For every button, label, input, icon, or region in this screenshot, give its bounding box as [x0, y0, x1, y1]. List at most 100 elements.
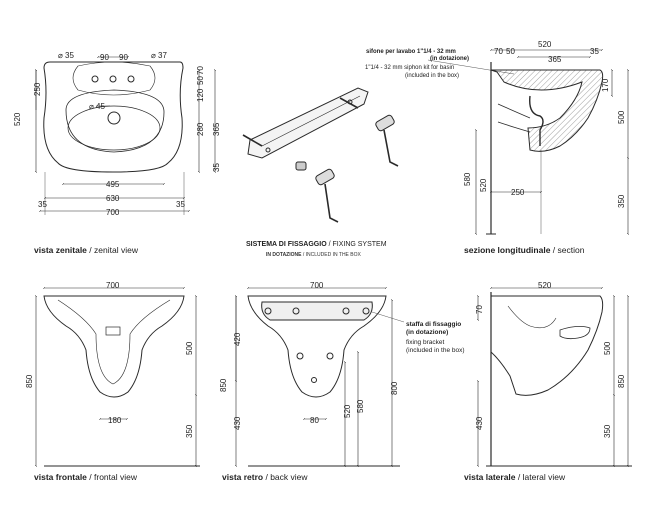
caption-back-view: vista retro / back view	[222, 472, 308, 482]
top-50-label: 50	[196, 76, 205, 85]
front-350-label: 350	[185, 424, 194, 438]
section-520v-label: 520	[479, 178, 488, 192]
back-bracket-en-1: fixing bracket	[406, 339, 444, 346]
section-170-label: 170	[601, 78, 610, 92]
caption-top-it: vista zenitale	[34, 245, 87, 255]
front-view-overflow	[105, 326, 121, 336]
section-250-label: 250	[511, 188, 525, 197]
back-bracket-en-2: (included in the box)	[406, 347, 465, 354]
top-view-tap-hole-center	[109, 75, 117, 83]
lateral-430-label: 430	[475, 416, 484, 430]
top-280-label: 280	[196, 122, 205, 136]
top-edge-left-label: 35	[38, 200, 47, 209]
front-700-label: 700	[106, 281, 120, 290]
front-view-basin-outline	[43, 295, 185, 398]
section-520-label: 520	[538, 40, 552, 49]
back-800-label: 800	[390, 381, 399, 395]
top-hole-right-label: ⌀ 37	[151, 51, 167, 60]
fixing-caption: SISTEMA DI FISSAGGIO / FIXING SYSTEM IN …	[246, 241, 387, 258]
back-bracket-it-2: (in dotazione)	[406, 329, 448, 336]
caption-lateral-view: vista laterale / lateral view	[464, 472, 566, 482]
back-view-bracket-plate	[261, 301, 373, 321]
caption-back-en: back view	[270, 472, 308, 482]
fixing-bracket-bar	[247, 87, 369, 159]
section-500-label: 500	[617, 110, 626, 124]
fixing-anchor-top-right	[375, 114, 395, 132]
front-850-label: 850	[25, 374, 34, 388]
section-note-line3: 1"1/4 - 32 mm siphon kit for basin	[365, 65, 454, 71]
top-250-label: 250	[33, 82, 42, 96]
svg-text:SISTEMA DI FISSAGGIO / FIXING: SISTEMA DI FISSAGGIO / FIXING SYSTEM	[246, 241, 387, 248]
fixing-sub-it: IN DOTAZIONE	[266, 252, 302, 258]
top-70-label: 70	[196, 66, 205, 75]
top-drain-label: ⌀ 45	[89, 102, 105, 111]
top-hole-left-label: ⌀ 35	[58, 51, 74, 60]
top-630-label: 630	[106, 194, 120, 203]
section-basin-profile	[490, 69, 604, 152]
section-580-label: 580	[463, 172, 472, 186]
front-500-label: 500	[185, 341, 194, 355]
caption-lateral-en: lateral view	[522, 472, 566, 482]
caption-front-en: frontal view	[94, 472, 137, 482]
top-view-basin-inner	[65, 89, 165, 153]
front-180-label: 180	[108, 416, 122, 425]
lateral-850-label: 850	[617, 374, 626, 388]
caption-section-it: sezione longitudinale	[464, 245, 551, 255]
back-580-label: 580	[356, 399, 365, 413]
section-view	[427, 48, 630, 236]
section-70-label: 70	[494, 47, 503, 56]
back-420-label: 420	[233, 332, 242, 346]
lateral-overflow-slot	[559, 326, 591, 340]
fixing-bolt-right	[339, 97, 359, 109]
lateral-520-label: 520	[538, 281, 552, 290]
lateral-labels: 520 70 500 350 850 430	[475, 281, 626, 438]
top-view-bowl	[67, 105, 161, 151]
back-view	[234, 286, 405, 468]
fixing-nut	[295, 161, 307, 171]
top-spacing-left-label: 90	[100, 53, 109, 62]
section-note-line1: sifone per lavabo 1"1/4 - 32 mm	[366, 49, 456, 55]
fixing-sub-en: INCLUDED IN THE BOX	[306, 252, 362, 258]
top-view-labels: ⌀ 35 90 90 ⌀ 37 ⌀ 45 520 250 50 70 120 2…	[13, 51, 221, 217]
lateral-view	[476, 286, 632, 468]
top-365-label: 365	[212, 122, 221, 136]
lateral-350-label: 350	[603, 424, 612, 438]
section-siphon	[529, 95, 544, 146]
caption-top-view: vista zenitale / zenital view	[34, 245, 138, 255]
section-labels: sifone per lavabo 1"1/4 - 32 mm (in dota…	[365, 40, 626, 208]
back-430-label: 430	[233, 416, 242, 430]
top-view-tap-hole-right	[127, 75, 135, 83]
top-view-basin-outline	[43, 61, 184, 173]
top-495-label: 495	[106, 180, 120, 189]
back-520-label: 520	[343, 404, 352, 418]
caption-back-it: vista retro	[222, 472, 264, 482]
lateral-view-basin-outline	[490, 295, 604, 396]
top-spacing-right-label: 90	[119, 53, 128, 62]
fixing-anchor-bottom	[315, 168, 335, 186]
section-note-line4: (included in the box)	[405, 73, 459, 79]
section-365-label: 365	[548, 55, 562, 64]
front-view	[34, 286, 200, 468]
section-note-line2: (in dotazione)	[430, 56, 469, 62]
lateral-500-label: 500	[603, 341, 612, 355]
caption-section-en: section	[557, 245, 585, 255]
top-view-drain-icon	[107, 111, 121, 125]
top-depth-label: 520	[13, 112, 22, 126]
top-120-label: 120	[196, 88, 205, 102]
top-view-tap-hole-left	[91, 75, 99, 83]
section-50-label: 50	[506, 47, 515, 56]
back-80-label: 80	[310, 416, 319, 425]
back-bracket-it-1: staffa di fissaggio	[406, 321, 461, 328]
lateral-70-label: 70	[475, 305, 484, 314]
top-edge-right-label: 35	[176, 200, 185, 209]
caption-section-view: sezione longitudinale / section	[464, 245, 585, 255]
back-700-label: 700	[310, 281, 324, 290]
front-labels: 700 850 500 350 180	[25, 281, 194, 438]
top-35r-label: 35	[212, 163, 221, 172]
fixing-bolt-left	[242, 134, 263, 147]
back-labels: 700 850 420 430 80 520 580 800 staffa di…	[219, 281, 465, 430]
caption-front-it: vista frontale	[34, 472, 87, 482]
caption-front-view: vista frontale / frontal view	[34, 472, 137, 482]
fixing-caption-it: SISTEMA DI FISSAGGIO	[246, 241, 327, 248]
